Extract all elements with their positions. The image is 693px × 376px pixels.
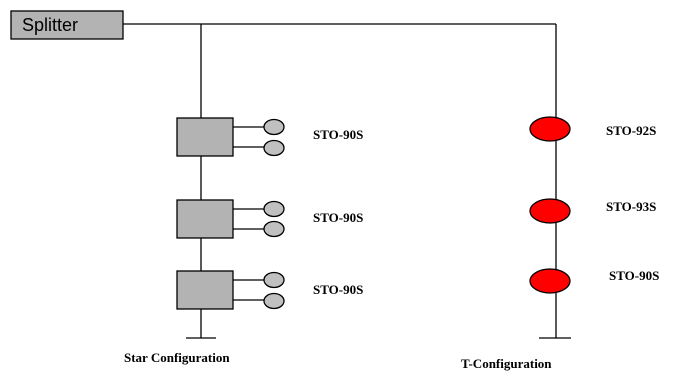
star-hub-3: STO-90S [176, 270, 363, 310]
port-ellipse [263, 271, 285, 289]
star-hub-label: STO-90S [313, 210, 363, 225]
t-node-1: STO-92S [529, 116, 656, 142]
port-ellipse [263, 118, 285, 136]
t-configuration: STO-92S STO-93S STO-90S T-Configuration [461, 116, 659, 371]
t-configuration-caption: T-Configuration [461, 356, 552, 371]
port-ellipse [263, 139, 285, 157]
red-node-ellipse [529, 268, 571, 294]
t-node-label: STO-90S [609, 268, 659, 283]
splitter-box [10, 10, 124, 40]
hub-box [176, 270, 234, 310]
splitter-node: Splitter [10, 10, 124, 40]
star-hub-label: STO-90S [313, 282, 363, 297]
t-node-label: STO-92S [606, 123, 656, 138]
red-node-ellipse [529, 198, 571, 224]
star-hub-2: STO-90S [176, 199, 363, 239]
star-hub-label: STO-90S [313, 127, 363, 142]
star-configuration-caption: Star Configuration [124, 350, 230, 365]
red-node-ellipse [529, 116, 571, 142]
t-node-2: STO-93S [529, 198, 656, 224]
port-ellipse [263, 200, 285, 218]
star-configuration: STO-90S STO-90S STO-90S Star Configurati… [124, 117, 363, 365]
hub-box [176, 199, 234, 239]
port-ellipse [263, 292, 285, 310]
splitter-label: Splitter [22, 15, 78, 35]
t-node-3: STO-90S [529, 268, 659, 294]
port-ellipse [263, 220, 285, 238]
t-node-label: STO-93S [606, 199, 656, 214]
star-hub-1: STO-90S [176, 117, 363, 157]
hub-box [176, 117, 234, 157]
